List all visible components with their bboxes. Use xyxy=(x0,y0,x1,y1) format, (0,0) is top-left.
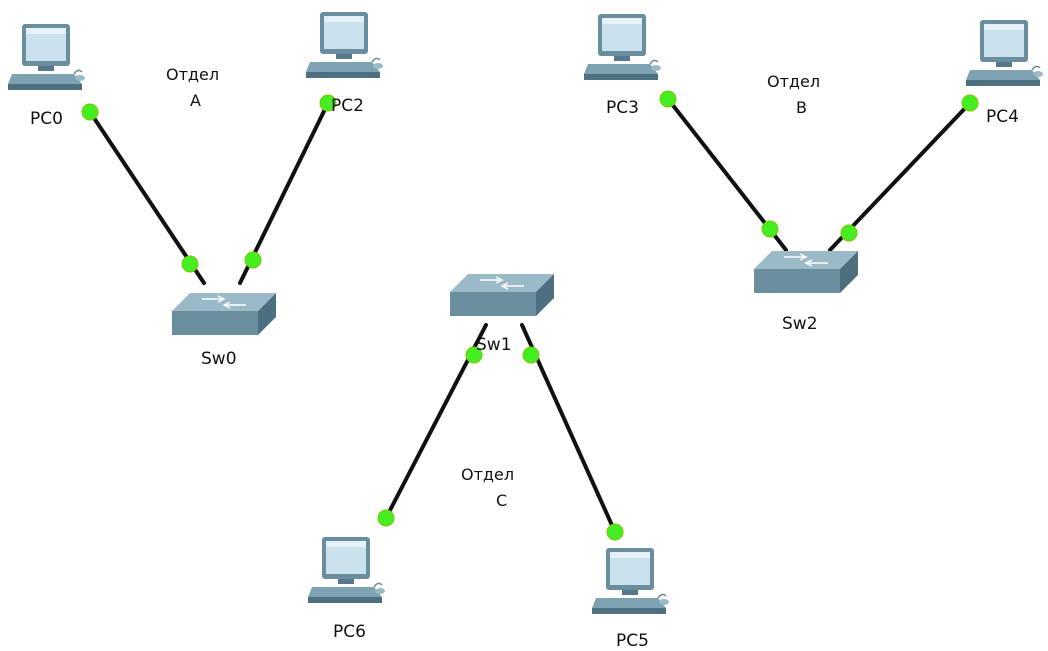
port-pc3 xyxy=(659,90,677,108)
port-sw2-b xyxy=(840,224,858,242)
device-label: PC4 xyxy=(986,107,1019,127)
port-sw2-a xyxy=(761,220,779,238)
port-pc5 xyxy=(606,523,624,541)
desktop-computer-icon[interactable] xyxy=(307,536,386,604)
department-label-c: Отдел C xyxy=(461,465,514,510)
department-title: Отдел xyxy=(767,72,820,91)
device-pc2[interactable]: PC2 xyxy=(305,11,384,116)
desktop-computer-icon[interactable] xyxy=(305,11,384,79)
link-pc4-sw2[interactable] xyxy=(828,101,972,252)
department-title: Отдел xyxy=(461,465,514,484)
device-pc6[interactable]: PC6 xyxy=(307,536,386,642)
device-sw1[interactable]: Sw1 xyxy=(449,273,555,355)
port-pc4 xyxy=(961,94,979,112)
links-layer xyxy=(88,97,972,534)
device-label: PC2 xyxy=(331,96,364,116)
port-sw1-a xyxy=(465,346,483,364)
device-pc0[interactable]: PC0 xyxy=(7,23,86,129)
department-label-a: Отдел A xyxy=(166,65,219,110)
port-pc0 xyxy=(81,103,99,121)
network-switch-icon[interactable] xyxy=(753,250,859,294)
desktop-computer-icon[interactable] xyxy=(7,23,86,91)
device-sw2[interactable]: Sw2 xyxy=(753,250,859,334)
link-pc0-sw0[interactable] xyxy=(88,110,206,285)
desktop-computer-icon[interactable] xyxy=(591,547,670,615)
network-switch-icon[interactable] xyxy=(449,273,555,317)
department-label-b: Отдел B xyxy=(767,72,820,117)
device-pc5[interactable]: PC5 xyxy=(591,547,670,651)
department-title: Отдел xyxy=(166,65,219,84)
ports-layer xyxy=(81,90,979,541)
device-sw0[interactable]: Sw0 xyxy=(171,292,277,369)
department-code: A xyxy=(190,91,201,110)
desktop-computer-icon[interactable] xyxy=(965,19,1044,87)
device-label: PC3 xyxy=(606,98,639,118)
device-label: PC5 xyxy=(616,631,649,651)
device-pc3[interactable]: PC3 xyxy=(583,13,662,118)
device-pc4[interactable]: PC4 xyxy=(965,19,1044,127)
device-label: PC0 xyxy=(30,109,63,129)
port-pc6 xyxy=(377,509,395,527)
port-pc2 xyxy=(319,94,337,112)
port-sw0-a xyxy=(181,255,199,273)
department-code: B xyxy=(796,98,807,117)
device-label: Sw1 xyxy=(476,335,512,355)
device-label: Sw0 xyxy=(201,349,237,369)
port-sw0-b xyxy=(244,251,262,269)
device-label: PC6 xyxy=(333,622,366,642)
desktop-computer-icon[interactable] xyxy=(583,13,662,81)
network-switch-icon[interactable] xyxy=(171,292,277,336)
device-label: Sw2 xyxy=(782,314,818,334)
port-sw1-b xyxy=(522,346,540,364)
department-code: C xyxy=(496,491,507,510)
